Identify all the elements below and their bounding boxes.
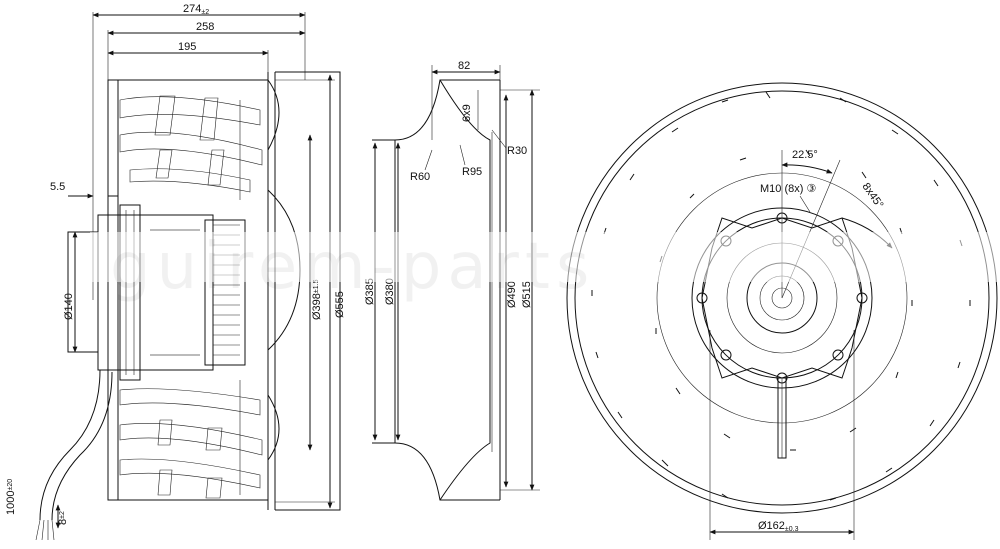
- dimension-6x9: 6x9: [461, 90, 479, 130]
- svg-text:Ø380: Ø380: [384, 278, 396, 305]
- dimension-258: 258: [107, 21, 306, 36]
- svg-text:Ø140: Ø140: [63, 293, 75, 320]
- dimension-r95: R95: [462, 166, 482, 178]
- dimension-r30: R30: [507, 145, 527, 157]
- svg-text:5.5: 5.5: [50, 181, 65, 193]
- svg-text:258: 258: [196, 21, 214, 33]
- watermark: guirem-parts: [110, 230, 595, 304]
- cable: [35, 369, 113, 541]
- dimension-5-5: 5.5: [50, 181, 118, 199]
- svg-text:82: 82: [458, 60, 470, 72]
- dimension-d162: Ø162±0.3: [709, 330, 855, 540]
- dimension-cable-length: 1000±20 8±2: [5, 479, 69, 529]
- dimension-d515: Ø515: [500, 89, 540, 491]
- dimension-d385: Ø385: [364, 142, 378, 441]
- svg-text:1000±20: 1000±20: [5, 479, 17, 515]
- dimension-r60: R60: [410, 171, 430, 183]
- svg-text:6x9: 6x9: [461, 104, 473, 122]
- svg-text:Ø515: Ø515: [521, 281, 533, 308]
- svg-text:Ø385: Ø385: [364, 278, 376, 305]
- svg-text:Ø398±1.5: Ø398±1.5: [311, 279, 323, 320]
- dimension-195: 195: [107, 41, 269, 56]
- inlet-ring-view: 82 6x9 R30 R60 R95 Ø385 Ø380 Ø490: [364, 60, 540, 501]
- svg-text:Ø555: Ø555: [334, 291, 346, 318]
- svg-text:Ø490: Ø490: [506, 281, 518, 308]
- svg-text:274±2: 274±2: [183, 3, 209, 16]
- svg-text:8±2: 8±2: [57, 511, 69, 525]
- dimension-d380: Ø380: [384, 142, 401, 441]
- svg-text:22.5°: 22.5°: [792, 149, 818, 161]
- dimension-d555: Ø555: [327, 74, 346, 509]
- svg-text:195: 195: [178, 41, 196, 53]
- dimension-82: 82: [431, 60, 501, 140]
- dimension-d398: Ø398±1.5: [307, 134, 323, 451]
- dimension-d140: Ø140: [63, 231, 78, 353]
- svg-text:Ø162±0.3: Ø162±0.3: [758, 520, 799, 533]
- dimension-d490: Ø490: [503, 94, 518, 488]
- blade-slots: [591, 91, 971, 501]
- dimension-274: 274±2: [92, 3, 306, 18]
- svg-text:8x45°: 8x45°: [860, 181, 886, 211]
- front-view: 22.5° M10 (8x) ③ 8x45° Ø162±0.3: [566, 82, 998, 540]
- label-m10: M10 (8x) ③: [760, 183, 816, 195]
